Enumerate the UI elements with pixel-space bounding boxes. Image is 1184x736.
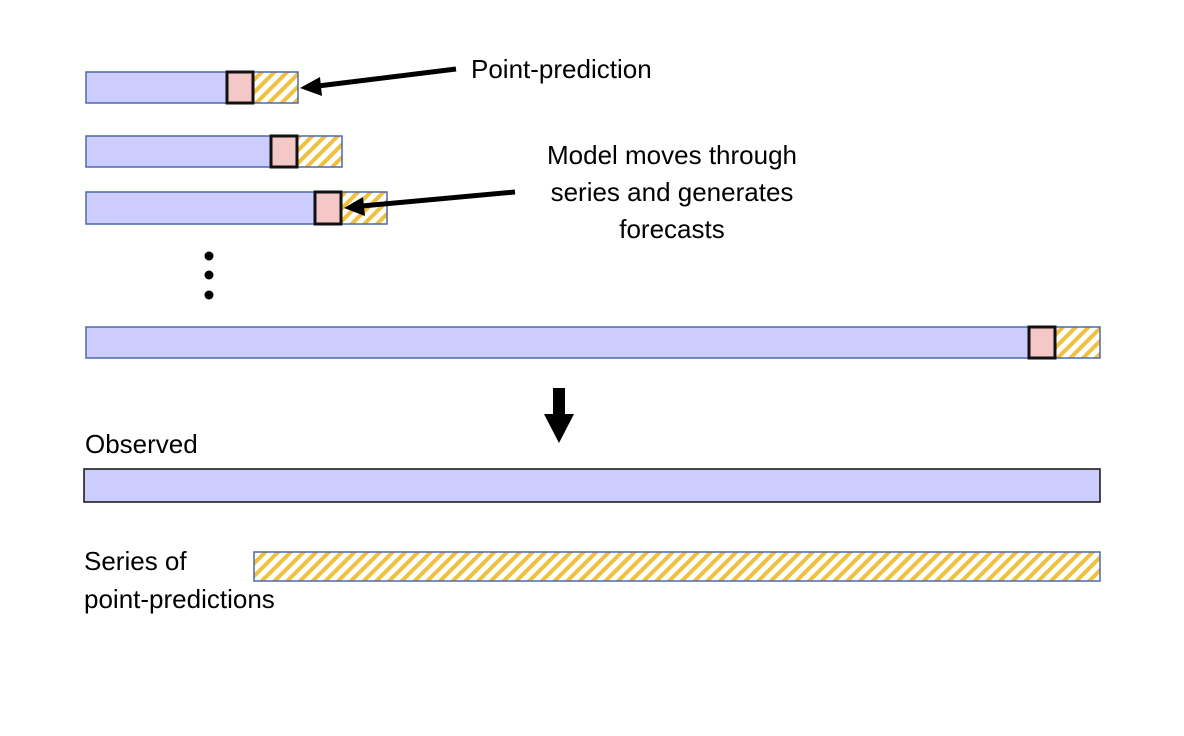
observed-series-bar — [83, 468, 1101, 503]
forecast-horizon-bar — [252, 71, 299, 104]
point-prediction-box — [269, 134, 299, 169]
point-predictions-series-bar — [253, 551, 1101, 582]
point-prediction-arrow — [300, 66, 457, 96]
observed-window-bar — [85, 135, 273, 168]
observed-window-bar — [85, 326, 1030, 359]
point-prediction-box — [1027, 325, 1057, 360]
forecast-window-row-last — [85, 325, 1101, 360]
point-prediction-box — [225, 70, 255, 105]
forecast-horizon-bar — [296, 135, 343, 168]
point-prediction-label: Point-prediction — [471, 54, 652, 84]
model-moves-label-line-3: forecasts — [619, 214, 725, 244]
observed-label: Observed — [85, 429, 198, 459]
observed-window-bar — [85, 71, 229, 104]
down-arrow-icon — [544, 388, 574, 443]
series-of-label-line-2: point-predictions — [84, 584, 275, 614]
observed-window-bar — [85, 191, 317, 225]
forecast-window-row-1 — [85, 70, 299, 105]
point-prediction-box — [313, 190, 343, 226]
series-of-label-line-1: Series of — [84, 546, 187, 576]
model-moves-label-line-1: Model moves through — [547, 140, 797, 170]
vertical-dots-icon — [204, 251, 214, 300]
forecast-window-row-2 — [85, 134, 343, 169]
forecast-window-row-3 — [85, 190, 388, 226]
forecast-horizon-bar — [1054, 326, 1101, 359]
model-moves-arrow — [344, 189, 516, 216]
model-moves-label-line-2: series and generates — [551, 177, 794, 207]
